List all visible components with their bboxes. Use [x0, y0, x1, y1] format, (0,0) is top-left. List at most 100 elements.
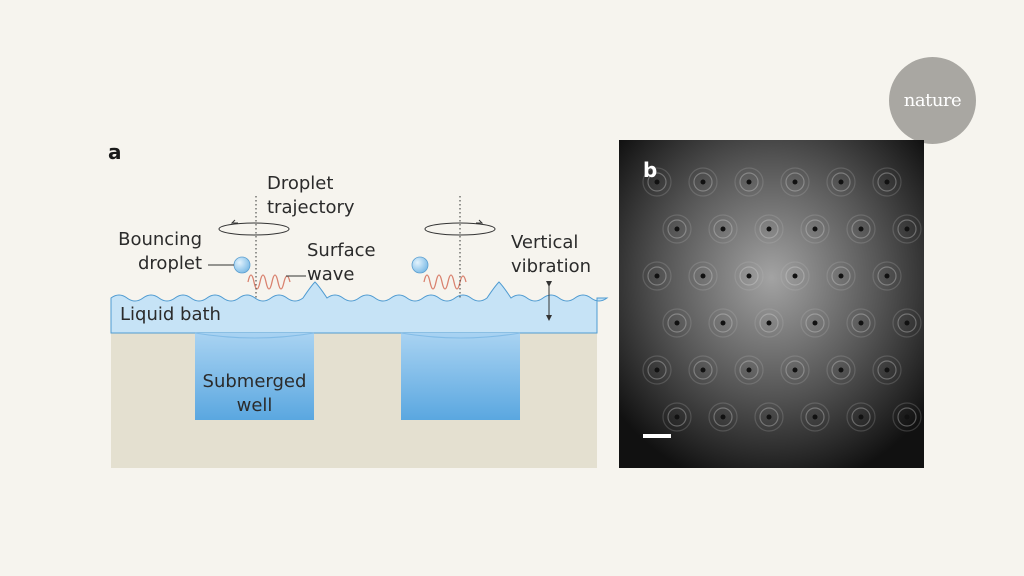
lattice-ring	[713, 313, 733, 333]
lattice-ring	[851, 407, 871, 427]
lattice-ring	[642, 261, 672, 291]
lattice-droplet	[792, 367, 798, 373]
lattice-droplet	[904, 226, 910, 232]
lattice-droplet	[766, 414, 772, 420]
lattice-ring	[831, 266, 851, 286]
submerged-well-left	[195, 333, 314, 420]
orbit-left	[218, 222, 290, 236]
lattice-ring	[708, 308, 738, 338]
lattice-ring	[759, 313, 779, 333]
lattice-ring	[739, 266, 759, 286]
lattice-droplet	[812, 414, 818, 420]
liquid-bath-label: Liquid bath	[120, 304, 221, 325]
lattice-ring	[872, 355, 902, 385]
bouncing-droplet-right	[411, 256, 429, 274]
lattice-ring	[897, 219, 917, 239]
lattice-ring	[877, 172, 897, 192]
lattice-ring	[693, 172, 713, 192]
lattice-droplet	[674, 320, 680, 326]
lattice-ring	[662, 402, 692, 432]
lattice-ring	[647, 172, 667, 192]
lattice-ring	[693, 266, 713, 286]
panel-a-letter: a	[108, 140, 122, 164]
lattice-droplet	[904, 414, 910, 420]
lattice-ring	[877, 266, 897, 286]
lattice-droplet	[766, 320, 772, 326]
bouncing-droplet-left	[233, 256, 251, 274]
lattice-ring	[780, 261, 810, 291]
lattice-ring	[831, 172, 851, 192]
lattice-droplet	[654, 367, 660, 373]
surface-wave-right	[423, 274, 467, 290]
lattice-droplet	[884, 179, 890, 185]
surface-wave-left	[247, 274, 291, 290]
liquid-bath	[110, 281, 609, 334]
lattice-ring	[826, 167, 856, 197]
lattice-ring	[688, 355, 718, 385]
lattice-ring	[662, 308, 692, 338]
droplet-trajectory-label: Droplet trajectory	[267, 173, 355, 218]
lattice-ring	[805, 313, 825, 333]
lattice-ring	[688, 261, 718, 291]
nature-logo: nature	[889, 57, 976, 144]
logo-text: nature	[903, 90, 962, 111]
lattice-ring	[785, 172, 805, 192]
lattice-droplet	[904, 320, 910, 326]
substrate	[111, 333, 597, 468]
lattice-droplet	[838, 179, 844, 185]
lattice-ring	[805, 407, 825, 427]
lattice-ring	[647, 360, 667, 380]
vertical-vibration-label: Vertical vibration	[511, 232, 591, 277]
lattice-ring	[667, 407, 687, 427]
lattice-ring	[759, 219, 779, 239]
lattice-ring	[713, 407, 733, 427]
lattice-ring	[754, 214, 784, 244]
lattice-ring	[851, 219, 871, 239]
lattice-droplet	[884, 273, 890, 279]
lattice-ring	[647, 266, 667, 286]
lattice-ring	[800, 402, 830, 432]
lattice-ring	[892, 308, 922, 338]
surface-wave-label: Surface wave	[307, 240, 376, 285]
lattice-droplet	[838, 367, 844, 373]
lattice-ring	[754, 402, 784, 432]
lattice-ring	[667, 219, 687, 239]
bouncing-droplet-label: Bouncing droplet	[118, 229, 203, 274]
lattice-ring	[785, 360, 805, 380]
lattice-droplet	[746, 367, 752, 373]
lattice-ring	[872, 261, 902, 291]
orbit-right	[424, 222, 496, 236]
lattice-droplet	[700, 367, 706, 373]
lattice-ring	[734, 355, 764, 385]
lattice-ring	[826, 355, 856, 385]
lattice-ring	[897, 407, 917, 427]
lattice-ring	[800, 214, 830, 244]
lattice-ring	[739, 172, 759, 192]
lattice-ring	[800, 308, 830, 338]
lattice-photograph	[619, 140, 924, 468]
lattice-ring	[754, 308, 784, 338]
lattice-droplet	[674, 414, 680, 420]
lattice-ring	[780, 355, 810, 385]
lattice-droplet	[812, 320, 818, 326]
lattice-image	[619, 140, 924, 468]
lattice-droplet	[766, 226, 772, 232]
lattice-droplet	[792, 179, 798, 185]
lattice-ring	[897, 313, 917, 333]
submerged-well-label: Submerged well	[202, 371, 307, 416]
lattice-ring	[892, 214, 922, 244]
lattice-droplet	[700, 179, 706, 185]
lattice-ring	[708, 214, 738, 244]
lattice-droplet	[654, 273, 660, 279]
lattice-ring	[846, 402, 876, 432]
lattice-ring	[780, 167, 810, 197]
lattice-ring	[667, 313, 687, 333]
lattice-ring	[759, 407, 779, 427]
lattice-ring	[642, 355, 672, 385]
lattice-droplet	[746, 179, 752, 185]
lattice-droplet	[720, 226, 726, 232]
lattice-droplet	[858, 226, 864, 232]
lattice-ring	[826, 261, 856, 291]
lattice-droplet	[858, 320, 864, 326]
